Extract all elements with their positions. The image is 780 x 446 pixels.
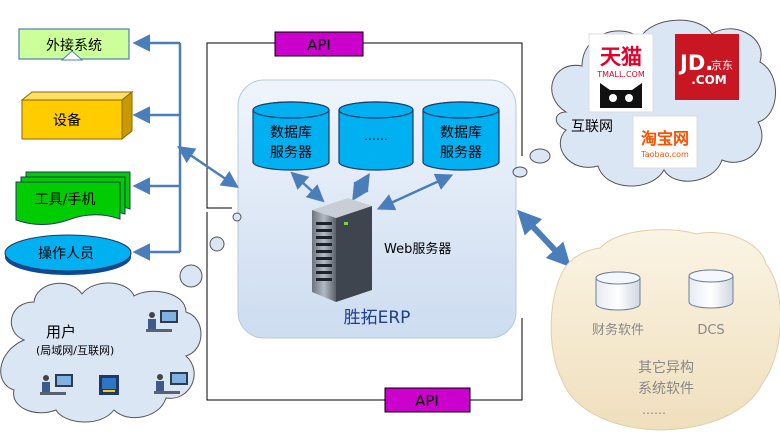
left-connector-arrows	[132, 34, 239, 261]
erp-title: 胜拓ERP	[344, 308, 411, 328]
users-cloud: 用户 (局域网/互联网)	[0, 212, 242, 423]
workstation-icon-1	[146, 310, 178, 332]
taobao-logo: 淘宝网 Taobao.com	[632, 115, 698, 169]
tmall-logo-domain: TMALL.COM	[596, 70, 645, 79]
tmall-logo-text: 天猫	[600, 45, 642, 69]
workstation-icon-2	[40, 374, 73, 395]
api-box-top-label: API	[307, 36, 331, 54]
dcs-db	[688, 269, 734, 309]
device-label: 设备	[53, 112, 81, 129]
tools-phone-label: 工具/手机	[35, 192, 96, 208]
api-box-top: API	[274, 31, 364, 57]
db-web-arrows	[290, 171, 454, 211]
api-box-bottom-label: API	[415, 392, 439, 410]
web-server-label: Web服务器	[384, 241, 451, 257]
web-server-icon	[312, 198, 372, 302]
database-server-middle: ……	[338, 101, 414, 171]
operators-label: 操作人员	[38, 246, 94, 262]
other-systems-more: ……	[642, 403, 666, 417]
connector-lines	[206, 42, 523, 401]
database-server-middle-label: ……	[364, 129, 388, 143]
workstation-icon-3	[154, 372, 188, 394]
database-server-right: 数据库 服务器	[422, 101, 500, 171]
taobao-logo-domain: Taobao.com	[640, 150, 689, 159]
database-server-right-line1: 数据库	[440, 125, 482, 141]
tmall-logo: 天猫 TMALL.COM	[588, 33, 654, 113]
external-system-label: 外接系统	[46, 37, 102, 54]
jd-logo-mark: JD.	[678, 51, 713, 75]
database-server-left-line2: 服务器	[270, 145, 312, 161]
internet-label: 互联网	[571, 119, 613, 135]
users-title: 用户	[46, 323, 76, 341]
jd-logo-domain: .COM	[691, 73, 727, 87]
erp-other-systems-arrow	[517, 209, 571, 268]
other-systems-cloud	[550, 229, 780, 431]
database-server-left-line1: 数据库	[270, 125, 312, 141]
other-systems-title-line2: 系统软件	[638, 381, 694, 397]
dcs-label: DCS	[697, 323, 724, 338]
operators-node: 操作人员	[4, 234, 132, 275]
device-node: 设备	[20, 90, 134, 141]
jd-logo: JD. 京东 .COM	[675, 34, 739, 100]
users-subtitle: (局域网/互联网)	[36, 344, 114, 357]
database-server-left: 数据库 服务器	[252, 101, 330, 171]
laptop-icon	[99, 375, 119, 395]
database-server-right-line2: 服务器	[440, 145, 482, 161]
jd-logo-name: 京东	[711, 58, 733, 72]
taobao-logo-text: 淘宝网	[641, 129, 689, 148]
tools-phone-node: 工具/手机	[15, 171, 131, 225]
api-box-bottom: API	[384, 387, 471, 413]
other-systems-title-line1: 其它异构	[638, 359, 694, 376]
finance-software-db	[595, 271, 641, 311]
finance-software-label: 财务软件	[592, 322, 644, 338]
external-system-node: 外接系统	[18, 28, 130, 61]
